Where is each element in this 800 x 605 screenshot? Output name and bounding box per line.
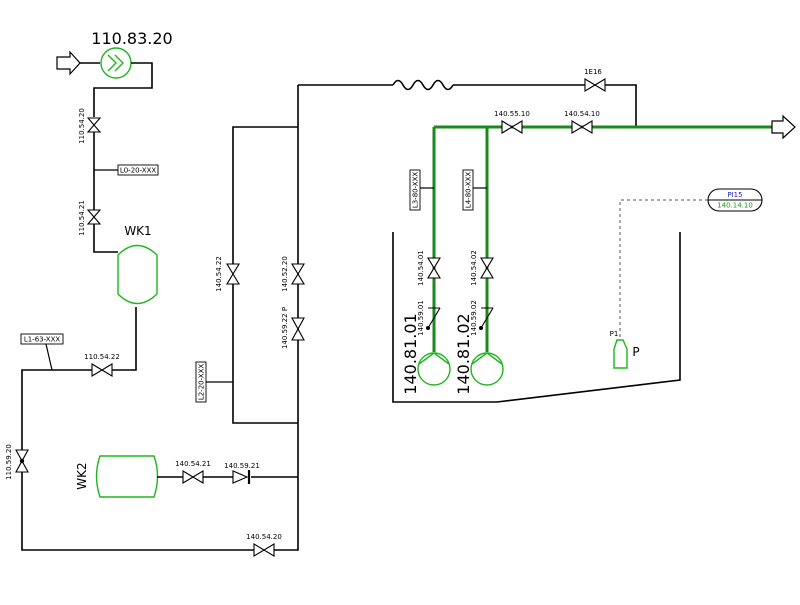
valve-left-label: 110.59.20 <box>5 444 13 480</box>
inlet-arrow-icon <box>56 50 81 76</box>
valve-110-54-20[interactable] <box>86 117 102 133</box>
tank-wk1-label: WK1 <box>124 224 151 238</box>
valve-140-55-10[interactable] <box>501 120 523 134</box>
valve-110-54-22[interactable] <box>91 363 113 377</box>
valve-140-54-20[interactable] <box>253 543 275 557</box>
valve-top-right-label: 1E16 <box>584 68 602 76</box>
pump-p2-label: 140.81.02 <box>454 313 473 394</box>
check-p2-label: 140.59.02 <box>470 300 478 336</box>
check-valve-140-59-01[interactable] <box>426 307 441 330</box>
pump-140-81-01[interactable] <box>417 352 451 386</box>
sensor-letter-text: P <box>632 345 639 359</box>
check-valve-110-59-20[interactable] <box>15 449 29 473</box>
valve-mid1-label: 140.54.22 <box>215 256 223 292</box>
signal-line <box>619 199 708 340</box>
valve-110-54-21[interactable] <box>86 209 102 225</box>
pump-top-label: 110.83.20 <box>91 29 172 48</box>
line-tag-l4 <box>462 169 474 211</box>
pipe-bypass-top <box>232 126 298 264</box>
tank-wk1[interactable] <box>117 244 158 305</box>
valve-140-54-21[interactable] <box>182 470 204 484</box>
valve-bottom-label: 140.54.20 <box>246 533 282 541</box>
pressure-sensor-icon[interactable] <box>613 339 628 369</box>
check-p1-label: 140.59.01 <box>417 300 425 336</box>
valve-140-54-22[interactable] <box>226 263 240 285</box>
pipe-wk1-outlet <box>112 307 137 371</box>
pipe-pump-outlet <box>93 62 153 117</box>
expansion-bellows-icon <box>392 79 454 91</box>
sump-outline <box>392 232 681 403</box>
pipe-main-riser <box>274 85 299 551</box>
valve-140-52-20[interactable] <box>291 263 305 285</box>
instrument-top-text: PI15 <box>727 191 742 199</box>
valve-140-54-02[interactable] <box>480 257 494 279</box>
valve-v1-label: 110.54.20 <box>78 108 86 144</box>
pipe-header-down <box>605 84 637 127</box>
line-tag-l0 <box>117 164 159 176</box>
valve-h1-label: 110.54.22 <box>84 353 120 361</box>
instrument-pi15[interactable] <box>707 188 763 212</box>
tank-wk2[interactable] <box>95 455 159 498</box>
sensor-tag-text: P1 <box>610 330 619 338</box>
valve-g1-label: 140.55.10 <box>494 110 530 118</box>
valve-140-54-01[interactable] <box>427 257 441 279</box>
valve-g2-label: 140.54.10 <box>564 110 600 118</box>
line-tag-l0-text: L0-20-XXX <box>120 167 157 175</box>
line-tag-l1-leader <box>45 343 53 371</box>
line-tag-l3 <box>409 169 421 211</box>
outlet-arrow-icon <box>771 114 796 140</box>
pipe-bypass-bottom <box>232 284 298 424</box>
pump-140-81-02[interactable] <box>470 352 504 386</box>
pump-p1-label: 140.81.01 <box>401 313 420 394</box>
line-tag-l2-text: L2-20-XXX <box>198 364 206 401</box>
line-tag-l4-text: L4-80-XXX <box>465 172 473 209</box>
valve-mid2-label: 140.52.20 <box>281 256 289 292</box>
valve-p1-label: 140.54.01 <box>417 250 425 286</box>
line-tag-l1 <box>20 333 64 345</box>
pipe-to-wk1 <box>93 224 118 253</box>
check-valve-140-59-02[interactable] <box>479 307 494 330</box>
pipe-left-loop <box>21 369 92 450</box>
pump-110-83-20[interactable] <box>100 47 132 79</box>
tank-wk2-label: WK2 <box>75 462 89 489</box>
valve-1e16[interactable] <box>584 78 606 92</box>
line-tag-l1-text: L1-63-XXX <box>24 336 61 344</box>
valve-p2-label: 140.54.02 <box>470 250 478 286</box>
instrument-bottom-text: 140.14.10 <box>717 202 753 210</box>
check-h2-label: 140.59.21 <box>224 462 260 470</box>
valve-140-54-10[interactable] <box>571 120 593 134</box>
check-valve-140-59-22[interactable] <box>291 317 305 341</box>
line-tag-l2 <box>195 361 207 403</box>
valve-h2-label: 140.54.21 <box>175 460 211 468</box>
check-mid-label: 140.59.22 P <box>281 307 289 349</box>
line-tag-l3-text: L3-80-XXX <box>412 172 420 209</box>
pipe-bottom-left <box>21 472 254 551</box>
check-valve-140-59-21[interactable] <box>232 470 251 484</box>
valve-v2-label: 110.54.21 <box>78 200 86 236</box>
